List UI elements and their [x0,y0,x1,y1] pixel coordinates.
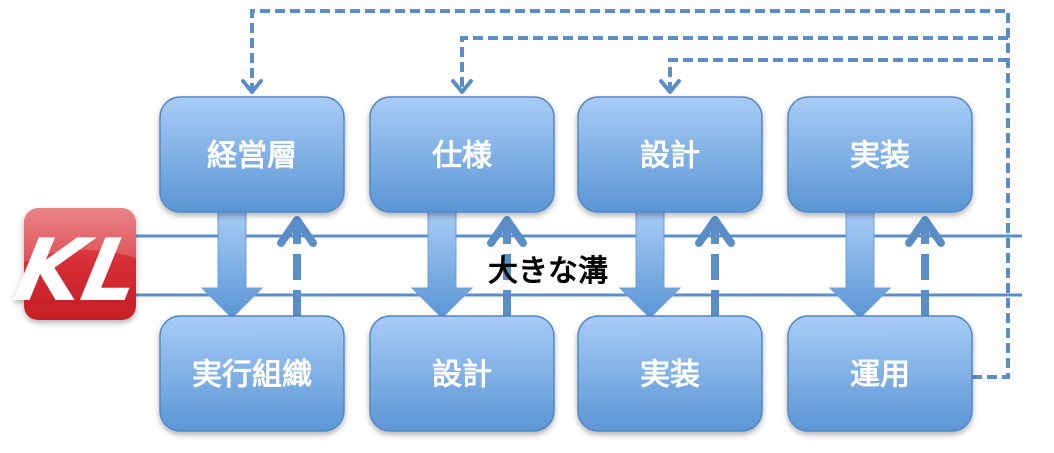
arrowhead-up-icon [695,216,735,247]
bottom-box-2: 設計 [369,315,555,432]
down-arrow [200,211,264,319]
box-label: 実装 [640,358,700,393]
logo-text: KL [7,220,150,321]
box-label: 設計 [640,139,700,174]
column-arrows [828,211,945,319]
kl-logo: KL [7,208,150,321]
box-label: 経営層 [207,139,297,174]
arrowhead-down-icon [451,79,473,94]
feedback-loop-to-spec [460,36,1008,90]
box-label: 設計 [432,358,492,393]
arrowhead-down-icon [659,79,681,94]
feedback-arrowheads [241,79,681,94]
column-arrows [200,211,317,319]
vertical-arrows [200,211,945,319]
arrowhead-up-icon [905,216,945,247]
box-label: 仕様 [431,139,493,174]
top-box-1: 経営層 [159,96,345,213]
feedback-loop-to-management [250,9,1010,379]
arrowhead-up-icon [277,216,317,247]
bottom-box-1: 実行組織 [159,315,345,432]
arrowhead-up-icon [487,216,527,247]
top-box-2: 仕様 [369,96,555,213]
box-label: 運用 [850,358,910,393]
bottom-box-4: 運用 [787,315,973,432]
down-arrow [828,211,892,319]
column-arrows [410,211,527,319]
bottom-box-3: 実装 [577,315,763,432]
feedback-loops [250,9,1010,379]
top-box-4: 実装 [787,96,973,213]
box-label: 実装 [850,139,910,174]
boxes: 経営層仕様設計実装実行組織設計実装運用 [159,96,973,432]
down-arrow [410,211,474,319]
box-label: 実行組織 [192,358,312,393]
down-arrow [618,211,682,319]
feedback-loop-to-design [668,58,1008,90]
column-arrows [618,211,735,319]
gap-label: 大きな溝 [488,254,608,289]
top-box-3: 設計 [577,96,763,213]
arrowhead-down-icon [241,79,263,94]
